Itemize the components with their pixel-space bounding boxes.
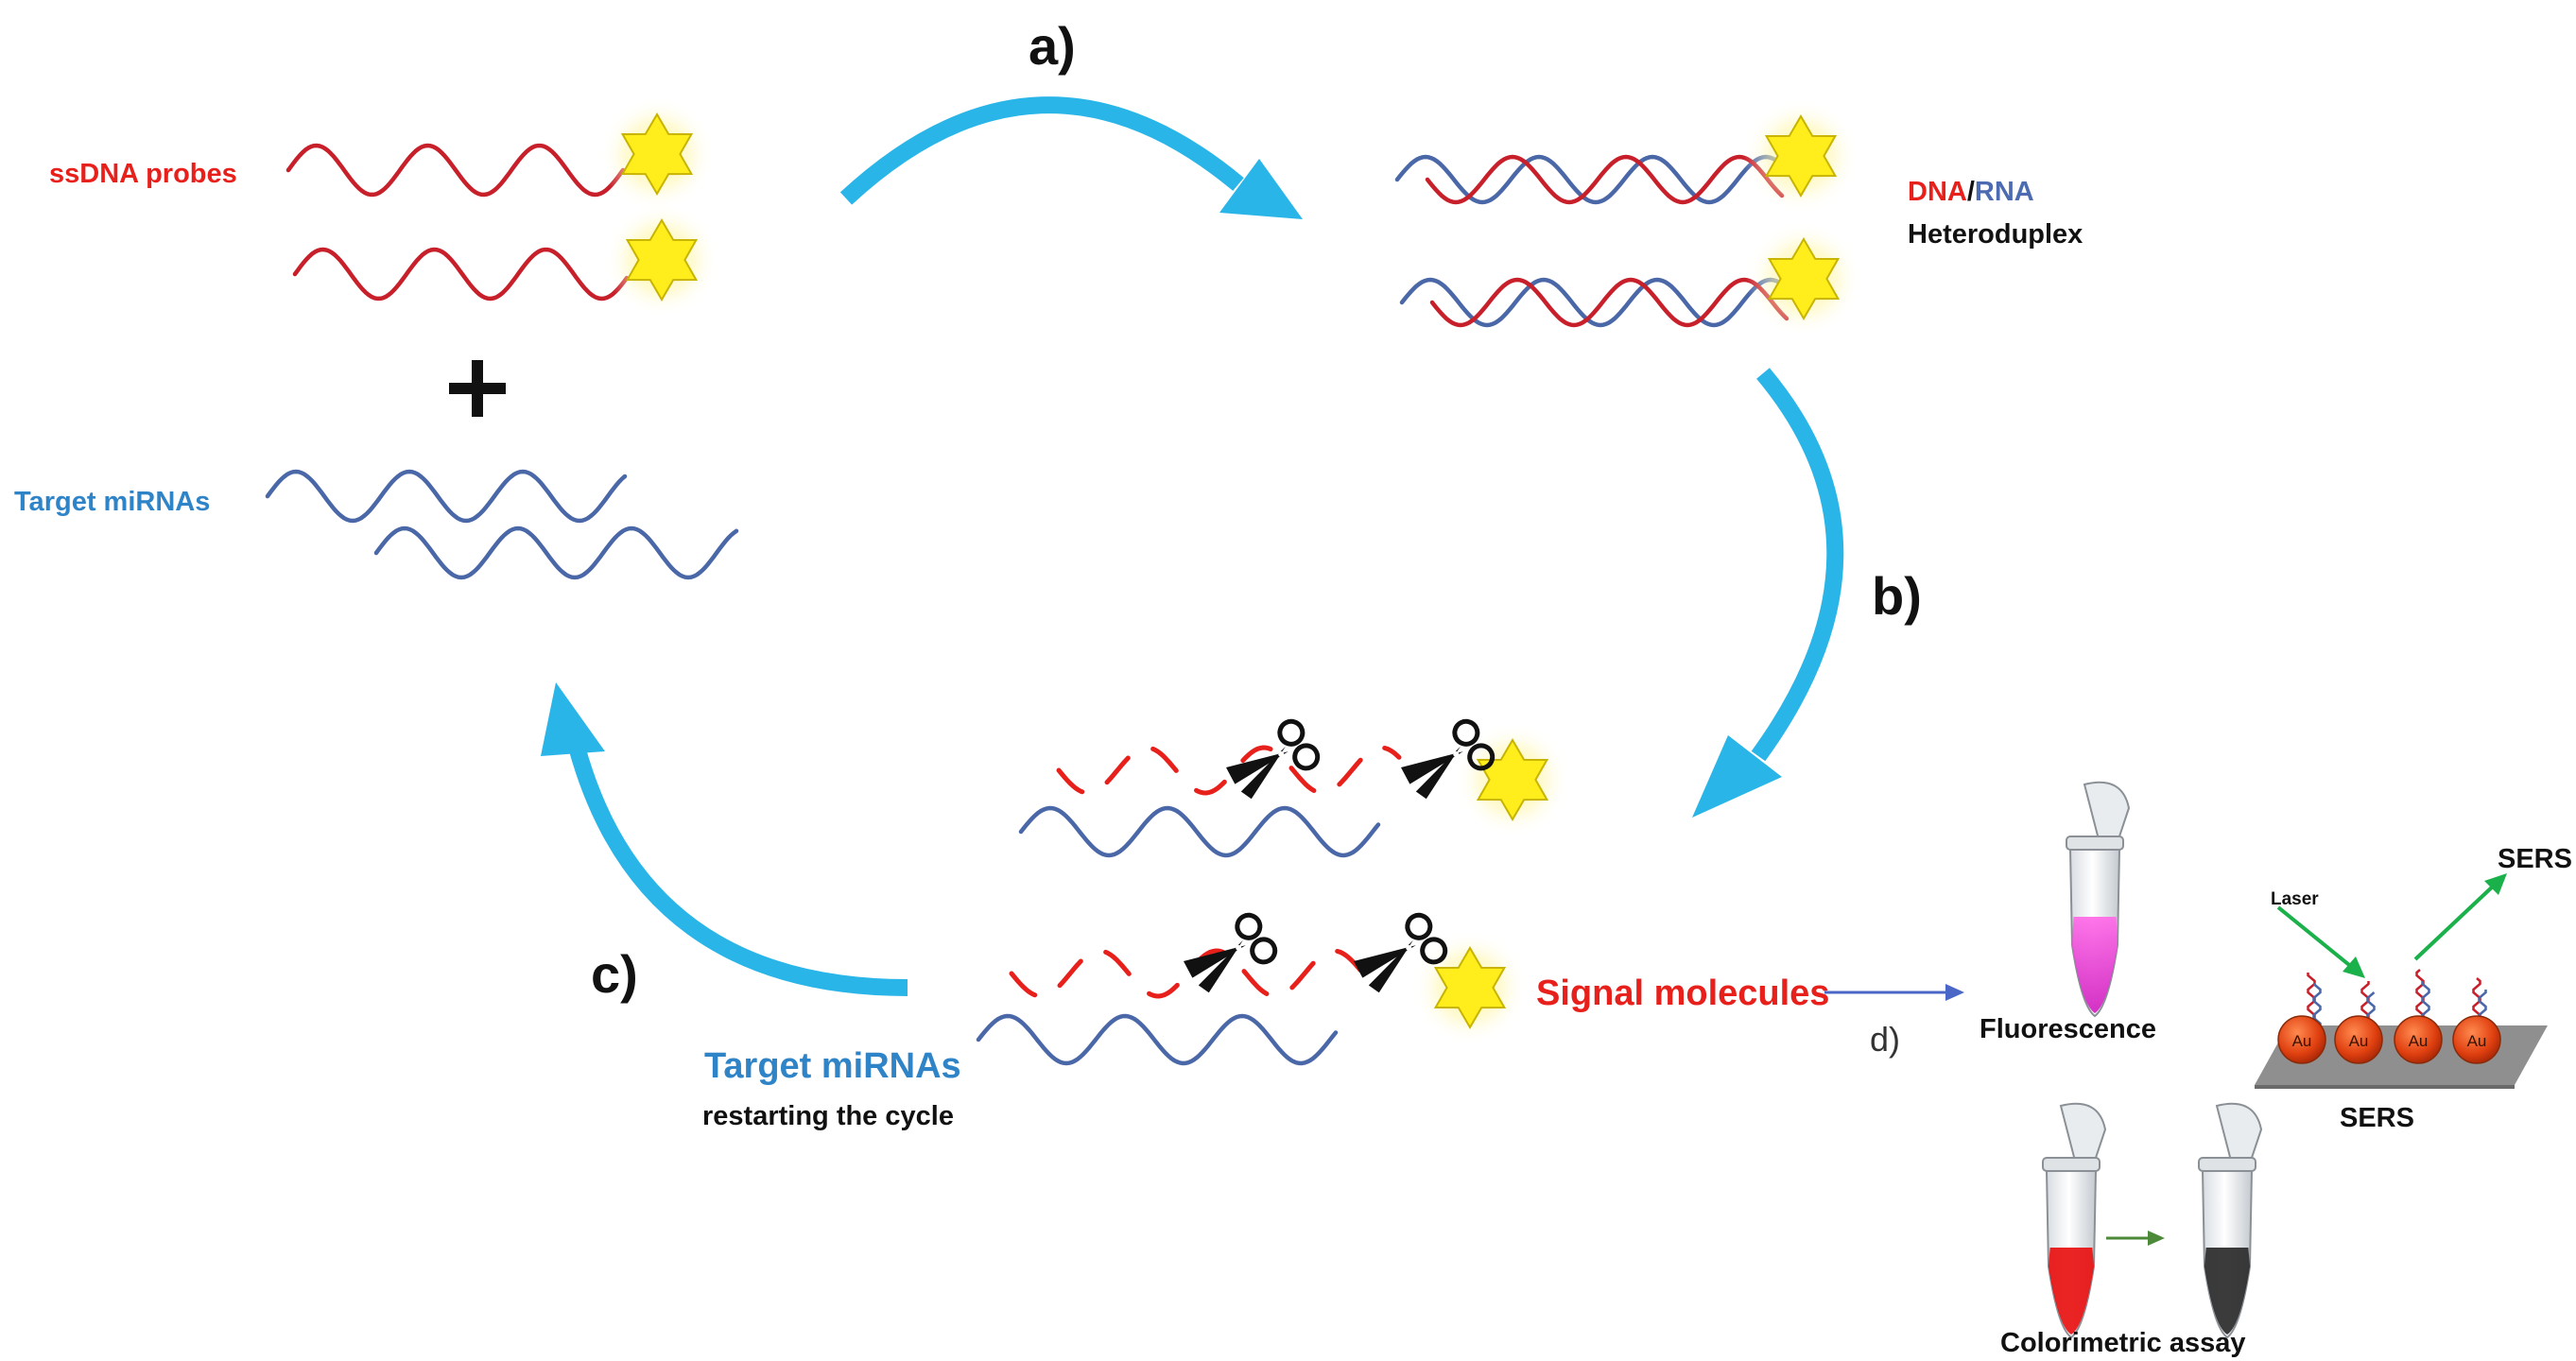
- ssdna-probes-label: ssDNA probes: [49, 159, 237, 189]
- laser-label: Laser: [2271, 889, 2319, 909]
- slash-label: /: [1967, 177, 1975, 207]
- fluorescence-label: Fluorescence: [1980, 1014, 2156, 1044]
- cycle-arrow-a: [839, 96, 1303, 219]
- step-a-label: a): [1029, 16, 1076, 76]
- heteroduplex-label: Heteroduplex: [1908, 219, 2083, 250]
- strand-layer: [265, 143, 1789, 1066]
- colorimetric-red-tube-icon: [2042, 1102, 2107, 1339]
- colorimetric-dark-tube-icon: [2198, 1102, 2263, 1339]
- sers-panel-label: SERS: [2340, 1103, 2414, 1133]
- rna-label: RNA: [1975, 177, 2034, 207]
- fluorescence-microtube-icon: [2066, 781, 2131, 1018]
- au-label: Au: [2409, 1032, 2429, 1050]
- star-fluorophore-icon: [1746, 221, 1861, 336]
- cycle-arrow-b: [1692, 368, 1844, 818]
- au-label: Au: [2292, 1032, 2312, 1050]
- duplex-rna-strand: [1399, 277, 1788, 328]
- target-mirna-strand: [373, 525, 739, 580]
- dna-label: DNA: [1908, 177, 1967, 207]
- star-fluorophore-icon: [1412, 930, 1528, 1045]
- step-b-label: b): [1872, 566, 1922, 626]
- scissors-icon: [1400, 718, 1495, 800]
- plus-sign: [449, 360, 506, 417]
- scissors-icon: [1183, 912, 1278, 993]
- gold-nanoparticle-icon: Au: [2277, 1015, 2326, 1064]
- ssdna-probe-strand: [285, 143, 626, 198]
- target-mirna-strand: [265, 469, 628, 524]
- au-label: Au: [2467, 1032, 2487, 1050]
- star-fluorophore-icon: [1455, 722, 1570, 837]
- mirna-strand-restarting: [976, 1013, 1339, 1066]
- scissors-layer: [1183, 718, 1495, 993]
- star-fluorophore-icon: [604, 202, 719, 318]
- scissors-icon: [1353, 912, 1448, 993]
- gold-nanoparticle-icon: Au: [2334, 1015, 2383, 1064]
- step-d-label: d): [1870, 1020, 1900, 1059]
- cycle-arrow-c: [541, 682, 908, 996]
- cleaved-dna-fragments: [1009, 948, 1363, 999]
- duplex-dna-strand: [1425, 154, 1785, 205]
- cleaved-dna-fragments: [1056, 745, 1402, 796]
- duplex-rna-strand: [1394, 154, 1783, 205]
- scissors-icon: [1225, 718, 1321, 800]
- ssdna-probe-strand: [292, 247, 630, 301]
- mirna-strand-after-cleavage: [1018, 805, 1381, 858]
- target-mirnas-label: Target miRNAs: [14, 487, 210, 517]
- star-fluorophore-icon: [599, 96, 715, 212]
- signal-molecules-label: Signal molecules: [1536, 973, 1829, 1013]
- heteroduplex-title: DNA/RNA: [1908, 177, 2034, 207]
- arrow-to-detection: [1824, 984, 1964, 1001]
- target-mirnas-cycle-label: Target miRNAs: [704, 1046, 961, 1086]
- au-label: Au: [2349, 1032, 2369, 1050]
- gold-nanoparticle-icon: Au: [2394, 1015, 2443, 1064]
- colorimetric-arrow: [2106, 1231, 2165, 1246]
- star-fluorophore-icon: [1743, 98, 1859, 214]
- colorimetric-assay-label: Colorimetric assay: [2000, 1328, 2246, 1358]
- sers-panel: Au Au Au Au: [2255, 873, 2548, 1089]
- star-layer: [599, 96, 1861, 1045]
- duplex-dna-strand: [1429, 277, 1789, 328]
- sers-output-label: SERS: [2498, 844, 2572, 874]
- step-c-label: c): [591, 944, 638, 1004]
- restarting-cycle-label: restarting the cycle: [702, 1101, 954, 1131]
- gold-nanoparticle-icon: Au: [2452, 1015, 2501, 1064]
